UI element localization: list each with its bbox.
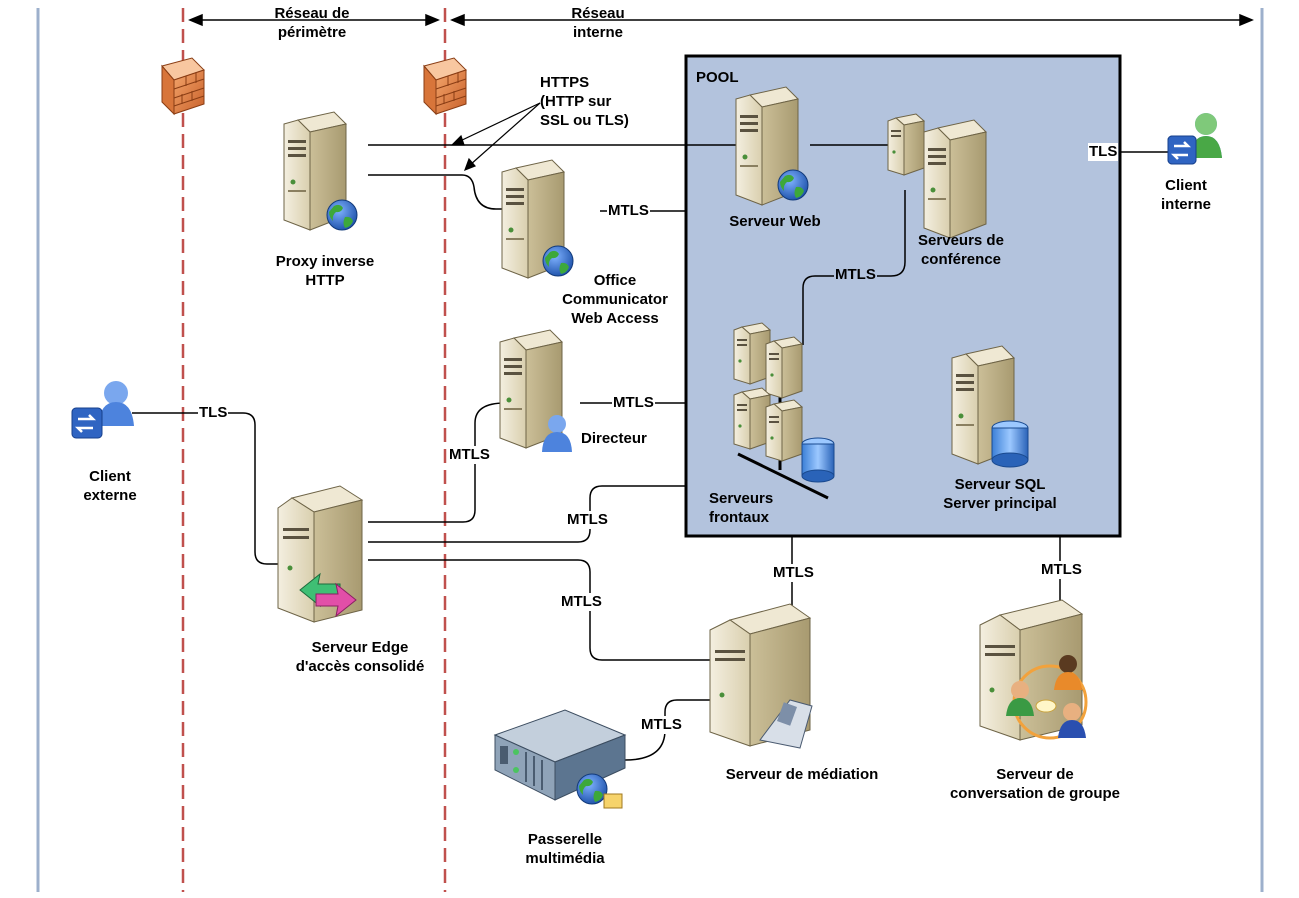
mtls-director-edge-label: MTLS: [448, 446, 491, 464]
mtls-ocwa-label: MTLS: [607, 202, 650, 220]
internal-span-arrow: [450, 13, 1254, 27]
media-gateway-label: Passerelle multimédia: [525, 831, 605, 867]
frontend-servers-label: Serveurs frontaux: [709, 490, 774, 526]
mediation-server-label: Serveur de médiation: [725, 766, 879, 783]
internal-zone-label: Réseau interne: [571, 5, 625, 41]
director-label: Directeur: [581, 430, 647, 447]
media-gateway-icon: [493, 709, 627, 809]
mtls-pool-groupchat-label: MTLS: [1040, 561, 1083, 579]
mtls-edge-mediation-label: MTLS: [560, 593, 603, 611]
pool-label: POOL: [696, 69, 739, 86]
ocwa-label: Office Communicator Web Access: [562, 272, 668, 327]
firewall-icon-perimeter-inner: [423, 57, 467, 115]
mtls-gateway-label: MTLS: [640, 716, 683, 734]
line-proxy-ocwa: [368, 174, 520, 210]
group-chat-server-icon: [979, 599, 1088, 741]
director-server-icon: [499, 329, 572, 452]
web-server-label: Serveur Web: [729, 213, 821, 230]
tls-external-label: TLS: [198, 404, 229, 422]
edge-server-label: Serveur Edge d'accès consolidé: [295, 639, 425, 675]
mtls-director-label: MTLS: [612, 394, 655, 412]
mtls-edge-pool-label: MTLS: [566, 511, 609, 529]
mediation-server-icon: [709, 603, 813, 749]
https-note: HTTPS (HTTP sur SSL ou TLS): [540, 74, 629, 129]
sql-server-icon: [951, 345, 1029, 468]
perimeter-span-arrow: [188, 13, 440, 27]
group-chat-server-label: Serveur de conversation de groupe: [949, 766, 1121, 802]
line-edge-pool: [368, 485, 686, 543]
proxy-server-icon: [283, 111, 358, 231]
tls-internal-label: TLS: [1088, 143, 1119, 161]
mtls-conference-label: MTLS: [834, 266, 877, 284]
external-client-label: Client externe: [83, 468, 137, 504]
line-director-edge: [368, 402, 506, 523]
external-client-icon: [71, 381, 134, 439]
edge-server-icon: [277, 485, 364, 623]
firewall-icon-perimeter-outer: [161, 57, 205, 115]
web-server-icon: [735, 86, 809, 206]
sql-server-label: Serveur SQL Server principal: [943, 476, 1057, 512]
line-external-edge: [132, 412, 282, 565]
line-gateway-mediation: [624, 699, 712, 761]
ocwa-server-icon: [501, 159, 574, 279]
proxy-label: Proxy inverse HTTP: [275, 253, 375, 289]
internal-client-label: Client interne: [1160, 177, 1211, 213]
internal-client-icon: [1166, 111, 1224, 166]
conference-servers-label: Serveurs de conférence: [918, 232, 1004, 268]
mtls-pool-mediation-label: MTLS: [772, 564, 815, 582]
frontend-servers-icon: [733, 322, 835, 483]
https-callout-arrows: [450, 102, 541, 172]
perimeter-zone-label: Réseau de périmètre: [274, 5, 350, 41]
frontend-rack-base: [737, 452, 829, 500]
